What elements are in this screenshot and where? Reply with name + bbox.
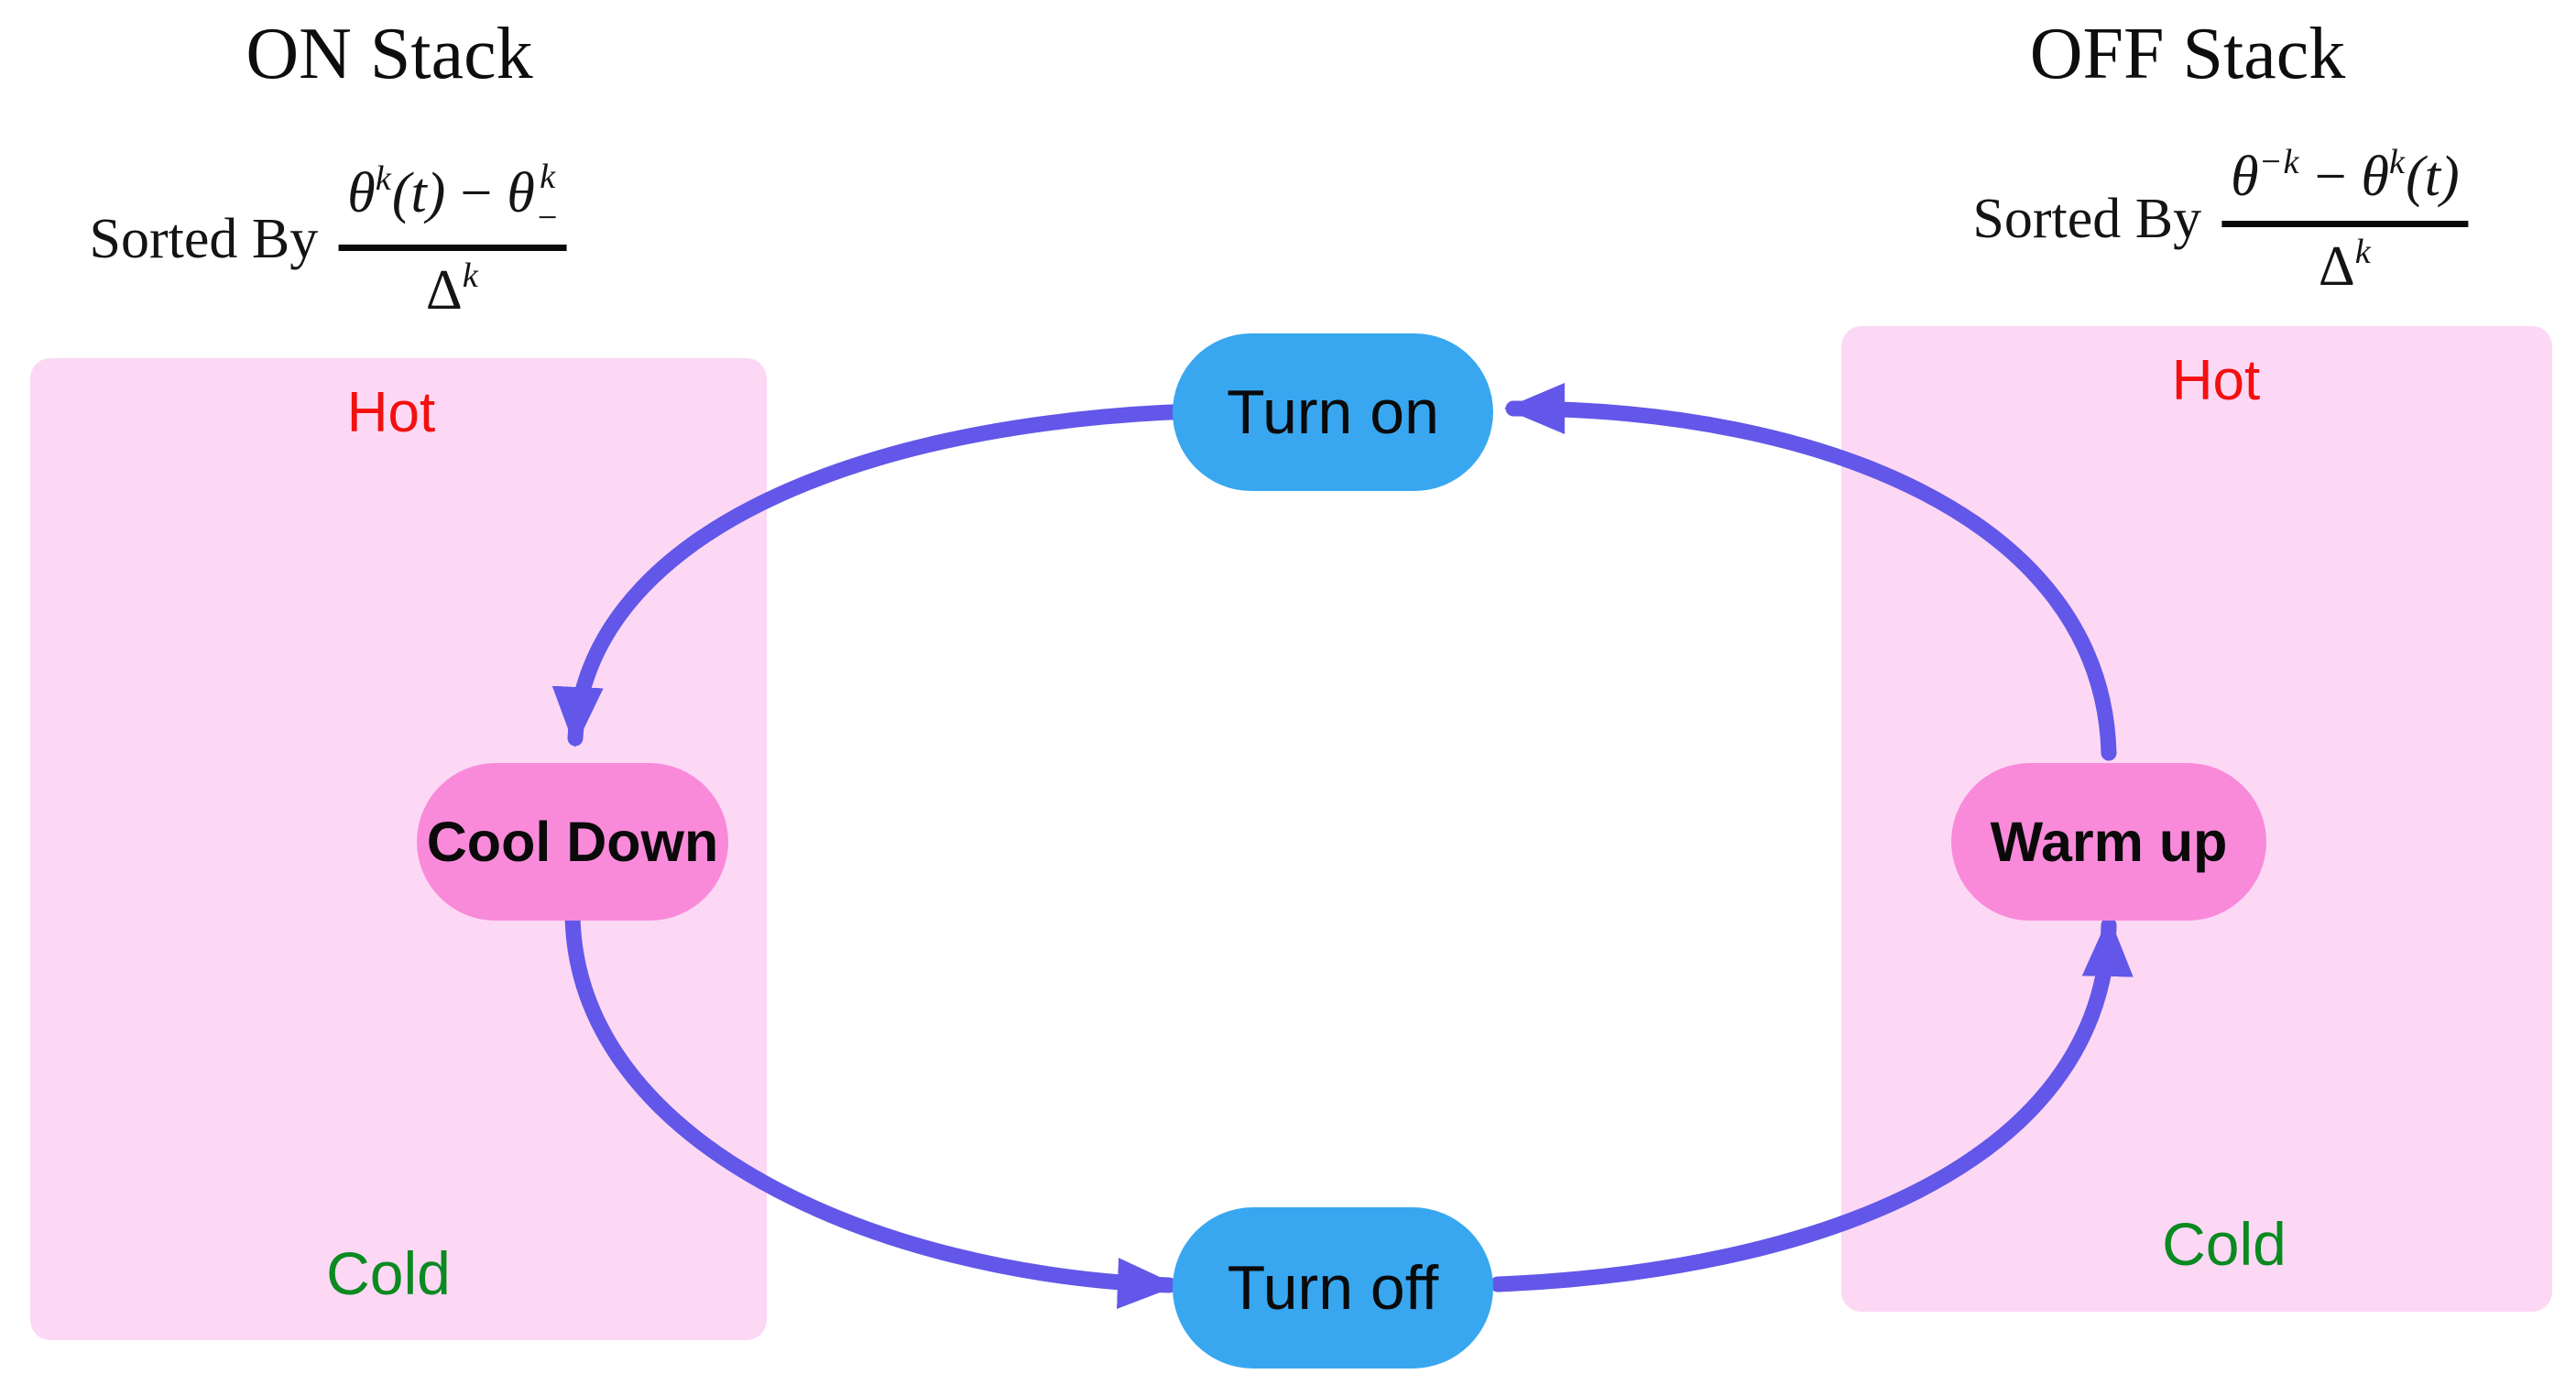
node-warm-up: Warm up [1951,763,2266,921]
node-warm-up-label: Warm up [1990,811,2228,873]
off-stack-title: OFF Stack [2029,14,2346,94]
off-formula-numerator: θ−k−θk(t) [2221,139,2469,227]
math-subscript: − [537,199,558,238]
node-turn-on: Turn on [1173,333,1493,491]
math-delta: Δ [425,259,463,322]
node-turn-off-label: Turn off [1227,1253,1439,1323]
on-stack-hot-label: Hot [346,381,436,444]
off-formula-fraction: θ−k−θk(t) Δk [2221,139,2469,300]
math-superscript: k [2389,143,2407,182]
on-stack-title: ON Stack [246,14,533,94]
math-theta: θ [507,162,535,224]
off-formula-denominator: Δk [2319,227,2372,300]
math-superscript: k [2354,233,2372,272]
on-formula-denominator: Δk [426,251,479,323]
node-cool-down-label: Cool Down [426,811,719,873]
node-cool-down: Cool Down [417,763,728,921]
math-theta: θ [347,162,376,224]
on-stack-cold-label: Cold [326,1239,451,1307]
math-superscript: k [375,159,392,199]
off-stack-sort-formula: Sorted By θ−k−θk(t) Δk [1972,139,2469,300]
math-minus: − [460,162,493,224]
math-minus: − [2314,146,2347,208]
off-stack-hot-label: Hot [2171,349,2261,412]
math-theta: θ [2361,146,2390,208]
math-superscript: k [462,256,479,296]
math-superscript: k [540,157,556,196]
off-stack-cold-label: Cold [2162,1210,2287,1278]
math-argument: (t) [2406,146,2460,208]
off-sorted-by-label: Sorted By [1972,188,2202,250]
node-turn-on-label: Turn on [1227,377,1439,447]
math-theta: θ [2231,146,2259,208]
math-superscript: −k [2258,143,2300,182]
math-sup-sub-stack: k− [538,157,558,235]
on-sorted-by-label: Sorted By [89,208,319,271]
math-argument: (t) [391,162,446,224]
math-delta: Δ [2318,235,2355,298]
node-turn-off: Turn off [1173,1207,1493,1369]
